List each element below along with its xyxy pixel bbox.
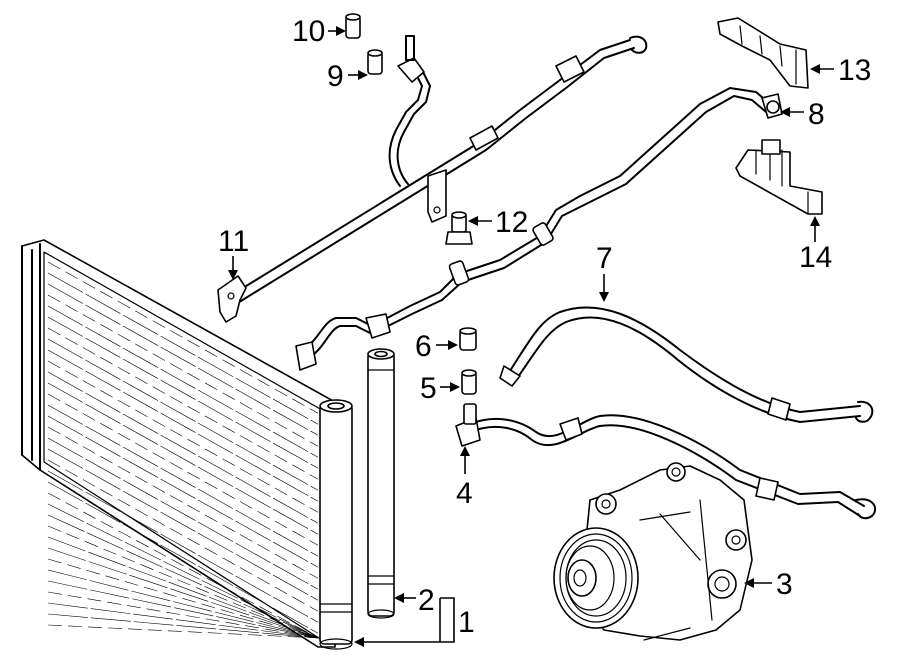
condenser-fin-line bbox=[47, 371, 319, 524]
callout-5: 5 bbox=[420, 372, 460, 405]
condenser-fin-line bbox=[47, 316, 319, 469]
condenser-fin-line bbox=[47, 481, 319, 634]
condenser-fin-line bbox=[47, 613, 319, 639]
condenser-fin-line bbox=[47, 283, 319, 436]
condenser-fin-line bbox=[47, 569, 319, 639]
receiver-drier bbox=[367, 348, 395, 619]
condenser-fin-line bbox=[47, 547, 319, 639]
condenser-fin-line bbox=[47, 360, 319, 513]
callout-label-12: 12 bbox=[495, 206, 528, 239]
condenser-fin-line bbox=[47, 327, 319, 480]
callout-11: 11 bbox=[218, 225, 249, 280]
condenser-fin-line bbox=[47, 261, 319, 414]
callout-10: 10 bbox=[292, 15, 346, 48]
callout-3: 3 bbox=[744, 568, 793, 601]
condenser-fins bbox=[47, 261, 319, 639]
discharge-hose-7 bbox=[499, 306, 874, 423]
liquid-line-8 bbox=[295, 87, 783, 371]
callout-label-10: 10 bbox=[292, 15, 325, 48]
condenser-fin-line bbox=[47, 437, 319, 590]
callout-label-13: 13 bbox=[838, 54, 871, 87]
valve-12 bbox=[445, 211, 473, 245]
bracket-14 bbox=[735, 139, 823, 215]
bracket-13 bbox=[717, 17, 809, 89]
condenser-fin-line bbox=[47, 624, 319, 639]
o-ring-6 bbox=[459, 327, 477, 351]
callout-label-9: 9 bbox=[327, 60, 344, 93]
callout-label-4: 4 bbox=[456, 477, 473, 510]
condenser-fin-line bbox=[47, 426, 319, 579]
condenser-fin-line bbox=[47, 558, 319, 639]
callout-14: 14 bbox=[799, 216, 832, 274]
callout-7: 7 bbox=[596, 242, 613, 302]
o-ring-10 bbox=[345, 13, 361, 39]
condenser-fin-line bbox=[47, 393, 319, 546]
callout-8: 8 bbox=[780, 98, 825, 131]
condenser-fin-line bbox=[47, 448, 319, 601]
o-ring-5 bbox=[461, 369, 477, 395]
callout-label-1: 1 bbox=[458, 606, 475, 639]
callout-label-11: 11 bbox=[218, 225, 249, 258]
condenser-fin-line bbox=[47, 492, 319, 639]
condenser-fin-line bbox=[47, 294, 319, 447]
callout-label-2: 2 bbox=[418, 584, 435, 617]
condenser-fin-line bbox=[47, 536, 319, 639]
callout-2: 2 bbox=[394, 584, 435, 617]
condenser-fin-line bbox=[47, 602, 319, 639]
callout-6: 6 bbox=[415, 330, 458, 363]
compressor bbox=[553, 462, 753, 641]
callout-1: 1 bbox=[354, 597, 475, 647]
condenser-fin-line bbox=[47, 514, 319, 639]
condenser-fin-line bbox=[47, 349, 319, 502]
hose-assembly-4 bbox=[455, 403, 877, 520]
callout-13: 13 bbox=[810, 54, 871, 87]
callout-12: 12 bbox=[468, 206, 528, 239]
condenser-fin-line bbox=[47, 503, 319, 639]
callout-label-6: 6 bbox=[415, 330, 432, 363]
condenser-fin-line bbox=[47, 470, 319, 623]
condenser-fin-line bbox=[47, 459, 319, 612]
callout-label-3: 3 bbox=[776, 568, 793, 601]
callout-label-5: 5 bbox=[420, 372, 437, 405]
condenser-fin-line bbox=[47, 591, 319, 639]
condenser-fin-line bbox=[47, 580, 319, 639]
suction-hose-11 bbox=[217, 35, 648, 323]
condenser-fin-line bbox=[47, 404, 319, 557]
condenser-fin-line bbox=[47, 415, 319, 568]
condenser-fin-line bbox=[47, 305, 319, 458]
condenser bbox=[21, 239, 353, 650]
callout-4: 4 bbox=[456, 446, 473, 510]
condenser-fin-line bbox=[47, 525, 319, 639]
callout-label-8: 8 bbox=[808, 98, 825, 131]
callout-label-14: 14 bbox=[799, 241, 832, 274]
o-ring-9 bbox=[367, 49, 383, 75]
callout-label-7: 7 bbox=[596, 242, 613, 275]
condenser-fin-line bbox=[47, 338, 319, 491]
callout-9: 9 bbox=[327, 60, 368, 93]
condenser-fin-line bbox=[47, 382, 319, 535]
condenser-fin-line bbox=[47, 272, 319, 425]
